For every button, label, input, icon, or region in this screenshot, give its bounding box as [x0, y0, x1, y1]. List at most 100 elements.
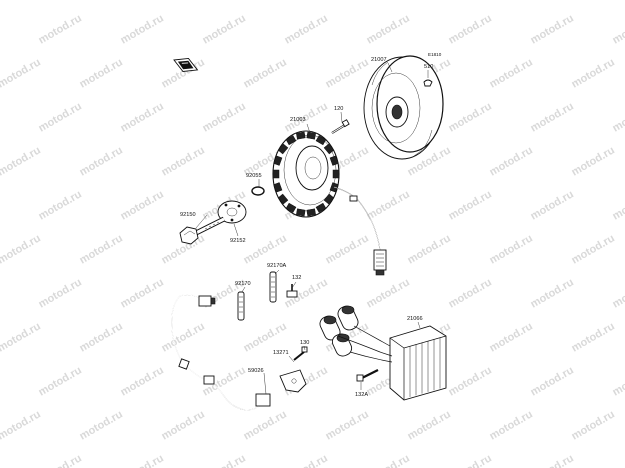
watermark-text: motod.ru [365, 188, 412, 222]
watermark-text: motod.ru [37, 452, 84, 468]
label-92170a: 92170A [267, 263, 287, 269]
stator-tooth [273, 155, 283, 166]
watermark-text: motod.ru [201, 12, 248, 46]
stator-tooth [329, 155, 339, 166]
stator-tooth [323, 143, 335, 155]
watermark-text: motod.ru [529, 100, 576, 134]
watermark-text: motod.ru [119, 100, 166, 134]
label-92055: 92055 [246, 173, 262, 179]
bolt-130 [293, 346, 308, 361]
stator-tooth [296, 208, 306, 217]
watermark-text: motod.ru [78, 320, 125, 354]
watermark-text: motod.ru [37, 276, 84, 310]
stator-tooth [306, 131, 316, 140]
bolt-132 [286, 284, 298, 298]
watermark-text: motod.ru [447, 100, 494, 134]
watermark-text: motod.ru [570, 0, 617, 3]
label-130: 130 [300, 340, 309, 346]
watermark-text: motod.ru [529, 364, 576, 398]
label-21066: 21066 [407, 316, 423, 322]
watermark-text: motod.ru [611, 364, 625, 398]
watermark-text: motod.ru [529, 452, 576, 468]
watermark-text: motod.ru [488, 320, 535, 354]
stator-tooth [332, 169, 340, 179]
watermark-text: motod.ru [488, 144, 535, 178]
watermark-text: motod.ru [0, 188, 2, 222]
watermark-text: motod.ru [488, 0, 535, 3]
watermark-text: motod.ru [119, 276, 166, 310]
lead-wire [171, 294, 271, 411]
watermark-text: motod.ru [365, 452, 412, 468]
watermark-text: motod.ru [119, 12, 166, 46]
timing-plate [217, 200, 247, 224]
watermark-text: motod.ru [119, 188, 166, 222]
watermark-text: motod.ru [324, 0, 371, 3]
clamp-92170 [237, 291, 245, 321]
crank-bolt [179, 216, 226, 245]
watermark-text: motod.ru [37, 364, 84, 398]
watermark-text: motod.ru [406, 408, 453, 442]
watermark-text: motod.ru [119, 364, 166, 398]
stator-harness [333, 186, 387, 276]
label-e1810: E1810 [428, 52, 442, 57]
watermark-text: motod.ru [78, 0, 125, 3]
watermark-text: motod.ru [201, 100, 248, 134]
watermark-text: motod.ru [37, 188, 84, 222]
watermark-text: motod.ru [611, 276, 625, 310]
watermark-text: motod.ru [529, 12, 576, 46]
watermark-text: motod.ru [529, 188, 576, 222]
watermark-text: motod.ru [488, 232, 535, 266]
watermark-text: motod.ru [447, 188, 494, 222]
watermark-text: motod.ru [611, 452, 625, 468]
watermark-text: motod.ru [488, 408, 535, 442]
watermark-text: motod.ru [324, 408, 371, 442]
clamp-92170a [269, 271, 277, 303]
watermark-text: motod.ru [529, 276, 576, 310]
watermark-text: motod.ru [0, 144, 43, 178]
watermark-text: motod.ru [0, 452, 2, 468]
watermark-text: motod.ru [119, 452, 166, 468]
watermark-text: motod.ru [488, 56, 535, 90]
watermark-text: motod.ru [0, 0, 43, 3]
watermark-text: motod.ru [324, 56, 371, 90]
stator-coil [272, 130, 340, 218]
watermark-text: motod.ru [160, 320, 207, 354]
label-92152: 92152 [230, 238, 246, 244]
label-510: 510 [424, 64, 433, 70]
flywheel-rotor [363, 55, 444, 160]
watermark-text: motod.ru [78, 408, 125, 442]
label-132: 132 [292, 275, 301, 281]
watermark-text: motod.ru [570, 56, 617, 90]
stator-tooth [315, 202, 327, 213]
front-arrow-icon [173, 57, 199, 72]
watermark-text: motod.ru [406, 0, 453, 3]
label-92150: 92150 [180, 212, 196, 218]
stator-tooth [285, 135, 297, 146]
watermark-text: motod.ru [406, 232, 453, 266]
watermark-text: motod.ru [242, 232, 289, 266]
watermark-text: motod.ru [570, 408, 617, 442]
watermark-text: motod.ru [201, 452, 248, 468]
watermark-text: motod.ru [242, 56, 289, 90]
bolt-120 [331, 119, 350, 134]
watermark-text: motod.ru [0, 408, 43, 442]
watermark-text: motod.ru [0, 364, 2, 398]
stator-tooth [277, 143, 289, 155]
watermark-text: motod.ru [447, 364, 494, 398]
watermark-text: motod.ru [0, 232, 43, 266]
label-21003: 21003 [290, 117, 306, 123]
label-132a: 132A [355, 392, 368, 398]
watermark-text: motod.ru [160, 144, 207, 178]
watermark-text: motod.ru [160, 0, 207, 3]
label-120: 120 [334, 106, 343, 112]
watermark-text: motod.ru [611, 12, 625, 46]
watermark-text: motod.ru [0, 12, 2, 46]
stator-tooth [296, 131, 306, 140]
watermark-text: motod.ru [0, 56, 43, 90]
watermark-text: motod.ru [570, 320, 617, 354]
watermark-text: motod.ru [570, 144, 617, 178]
bracket-13271 [279, 369, 307, 393]
watermark-text: motod.ru [78, 144, 125, 178]
